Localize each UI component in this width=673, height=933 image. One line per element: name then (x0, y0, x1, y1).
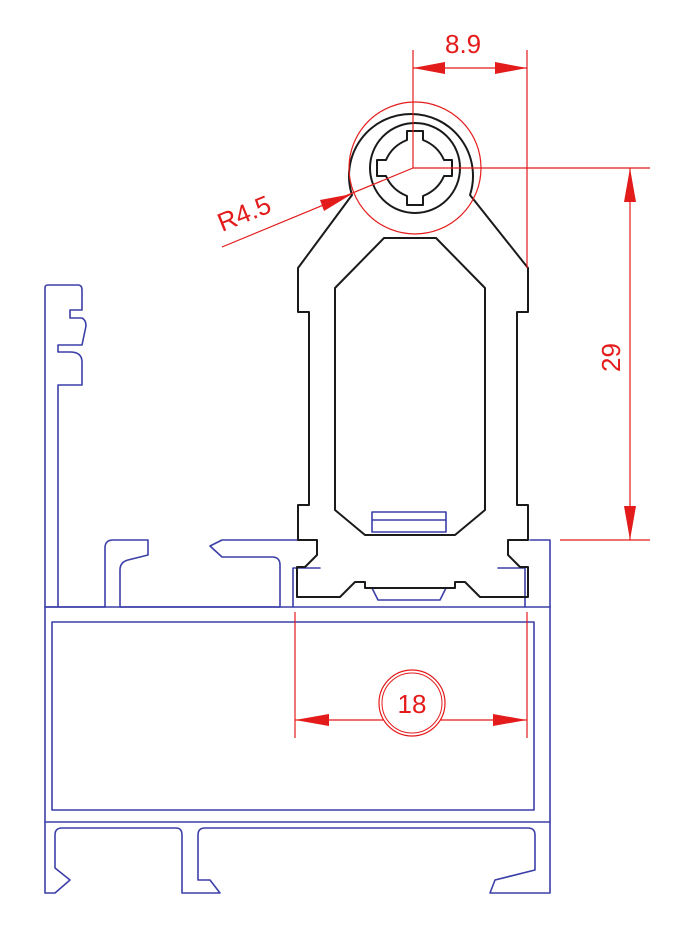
radius-label: R4.5 (213, 189, 275, 237)
frame-main-chamber (44, 539, 551, 894)
dimensions-layer: 8.9 R4.5 29 18 (213, 29, 650, 738)
frame-glazing-block-upper (371, 511, 447, 533)
frame-glazing-block-lower (371, 587, 447, 601)
dim-height-arrow-top (624, 168, 636, 202)
insert-outer-contour (296, 112, 529, 598)
frame-insert-seat (292, 567, 526, 608)
frame-inner-chamber (51, 621, 535, 811)
dim-top-arrow-left (413, 62, 445, 74)
dim-height-label: 29 (596, 343, 626, 372)
insert-inner-chamber (334, 237, 486, 536)
insert-key-hole (376, 130, 453, 206)
dim-top-width-label: 8.9 (445, 29, 481, 59)
dim-bottom-width-label: 18 (398, 689, 427, 719)
radius-leader-arrow (320, 194, 352, 211)
dim-bottom-label-circle (378, 669, 446, 737)
dim-top-arrow-right (495, 62, 527, 74)
frame-left-wall (44, 284, 301, 608)
frame-profile (44, 284, 551, 894)
radius-leader-line (221, 167, 414, 248)
dim-bottom-label-circle-inner (381, 672, 443, 734)
dim-bottom-arrow-right (493, 714, 527, 726)
insert-profile (296, 112, 529, 598)
dim-bottom-arrow-left (295, 714, 329, 726)
dim-height-arrow-bottom (624, 506, 636, 540)
